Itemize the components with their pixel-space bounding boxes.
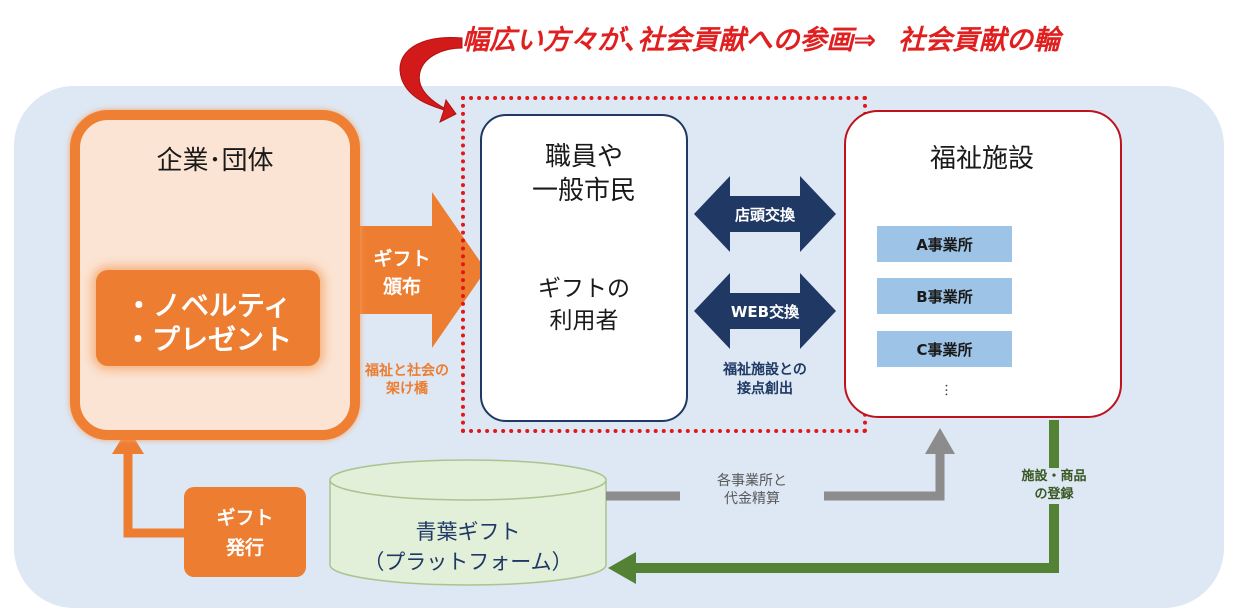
web-exchange-label: WEB交換 xyxy=(730,303,800,321)
company-title: 企業･団体 xyxy=(156,146,274,176)
contact-caption-1: 福祉施設との xyxy=(723,362,807,378)
web-exchange-arrow xyxy=(694,273,836,349)
novelty-item: ・ノベルティ xyxy=(124,289,292,322)
registration-caption-1: 施設・商品 xyxy=(994,468,1114,486)
bridge-caption-1: 福祉と社会の xyxy=(365,363,449,379)
users-title-1: 職員や xyxy=(544,142,623,172)
store-exchange-arrow xyxy=(694,176,836,252)
store-exchange-label: 店頭交換 xyxy=(734,206,795,224)
issue-arrowhead xyxy=(112,428,144,454)
registration-arrowhead xyxy=(608,552,636,584)
gift-issue-label-2: 発行 xyxy=(225,537,264,559)
gift-issue-label-1: ギフト xyxy=(216,507,274,529)
issue-line xyxy=(123,452,184,538)
novelty-box xyxy=(96,270,320,366)
platform-cylinder xyxy=(329,479,607,586)
distribution-arrow xyxy=(358,192,486,348)
users-sub-1: ギフトの xyxy=(538,276,630,302)
users-sub-2: 利用者 xyxy=(549,308,619,334)
headline-part2: 社会貢献の輪 xyxy=(898,25,1061,56)
users-title-2: 一般市民 xyxy=(531,176,636,206)
contact-caption-2: 接点創出 xyxy=(737,381,793,397)
settlement-caption-1: 各事業所と xyxy=(717,473,787,489)
headline-part1: 幅広い方々が､社会貢献への参画⇒ xyxy=(462,25,877,56)
platform-title: 青葉ギフト xyxy=(415,520,521,544)
platform-cylinder-top xyxy=(329,459,607,501)
user-box xyxy=(480,114,688,422)
registration-caption-2: の登録 xyxy=(994,486,1114,504)
present-item: ・プレゼント xyxy=(123,323,292,356)
office-b: B事業所 xyxy=(877,278,1012,314)
settlement-line-2 xyxy=(824,452,945,501)
bridge-caption-2: 架け橋 xyxy=(386,381,428,397)
office-a: A事業所 xyxy=(877,226,1012,262)
platform-subtitle: （プラットフォーム） xyxy=(363,550,573,574)
curved-arrow-icon xyxy=(399,36,463,123)
distribution-label-1: ギフト xyxy=(373,248,431,270)
gift-issue-box xyxy=(184,487,306,577)
office-more: ︙ xyxy=(940,384,954,399)
distribution-label-2: 頒布 xyxy=(382,276,421,298)
office-c: C事業所 xyxy=(877,331,1012,367)
settlement-arrowhead xyxy=(925,428,955,454)
settlement-caption-2: 代金精算 xyxy=(724,491,780,507)
facility-title: 福祉施設 xyxy=(929,144,1034,174)
headline: 幅広い方々が､社会貢献への参画⇒ 社会貢献の輪 xyxy=(462,18,1060,57)
